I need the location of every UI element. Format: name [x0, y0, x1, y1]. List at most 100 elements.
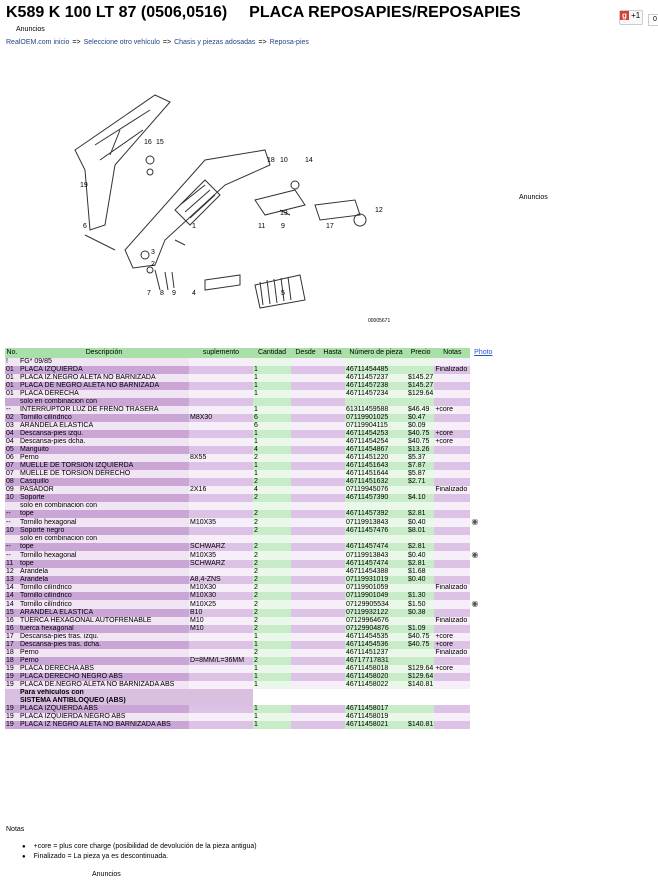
cell-to [320, 657, 345, 665]
cell-no [5, 697, 19, 705]
cell-part-number[interactable]: 46711458022 [345, 681, 407, 689]
breadcrumb-vehicle-link[interactable]: Seleccione otro vehículo [83, 39, 160, 46]
cell-quantity [253, 502, 291, 510]
callout-17: 17 [326, 223, 334, 230]
cell-photo [470, 358, 496, 366]
breadcrumb-chassis-link[interactable]: Chasis y piezas adosadas [174, 39, 256, 46]
cell-part-number[interactable]: 07119913843 [345, 518, 407, 527]
camera-icon[interactable]: ◉ [471, 518, 479, 526]
cell-part-number[interactable]: 46711457238 [345, 382, 407, 390]
callout-18: 18 [267, 157, 275, 164]
cell-part-number[interactable]: 46711457392 [345, 510, 407, 518]
cell-no: 01 [5, 382, 19, 390]
cell-photo [470, 543, 496, 551]
cell-part-number[interactable]: 07119901059 [345, 584, 407, 592]
cell-part-number[interactable]: 07119931019 [345, 576, 407, 584]
cell-part-number[interactable]: 07129904876 [345, 625, 407, 633]
cell-from [291, 518, 320, 527]
cell-part-number[interactable]: 61311459588 [345, 406, 407, 414]
cell-photo [470, 649, 496, 657]
cell-part-number[interactable]: 46711454536 [345, 641, 407, 649]
cell-part-number[interactable] [345, 535, 407, 543]
cell-no: 05 [5, 446, 19, 454]
cell-part-number[interactable]: 46711457390 [345, 494, 407, 502]
cell-part-number[interactable]: 07129964676 [345, 617, 407, 625]
cell-part-number[interactable]: 46711454485 [345, 366, 407, 374]
col-header-to: Hasta [320, 348, 345, 358]
cell-part-number[interactable]: 46711451643 [345, 462, 407, 470]
cell-to [320, 584, 345, 592]
cell-supplement: M10X35 [189, 518, 253, 527]
cell-from [291, 697, 320, 705]
cell-from [291, 625, 320, 633]
cell-part-number[interactable] [345, 689, 407, 697]
cell-part-number[interactable]: 07119901049 [345, 592, 407, 600]
cell-quantity: 1 [253, 374, 291, 382]
cell-part-number[interactable]: 46711454253 [345, 430, 407, 438]
cell-no: 12 [5, 568, 19, 576]
camera-icon[interactable]: ◉ [471, 600, 479, 608]
cell-part-number[interactable]: 46711457476 [345, 527, 407, 535]
cell-part-number[interactable]: 46711457474 [345, 543, 407, 551]
cell-quantity: 2 [253, 543, 291, 551]
cell-part-number[interactable]: 46711458021 [345, 721, 407, 729]
cell-part-number[interactable]: 07119945076 [345, 486, 407, 494]
cell-part-number[interactable]: 46711451220 [345, 454, 407, 462]
cell-supplement [189, 494, 253, 502]
cell-part-number[interactable]: 07119901025 [345, 414, 407, 422]
cell-notes [434, 689, 470, 697]
breadcrumb-home-link[interactable]: RealOEM.com inicio [6, 39, 70, 46]
cell-from [291, 657, 320, 665]
cell-quantity: 1 [253, 705, 291, 713]
cell-part-number[interactable]: 07119913843 [345, 551, 407, 560]
cell-part-number[interactable] [345, 502, 407, 510]
cell-part-number[interactable]: 46711451632 [345, 478, 407, 486]
camera-icon[interactable]: ◉ [471, 551, 479, 559]
cell-price: $5.37 [407, 454, 435, 462]
cell-part-number[interactable]: 07129905534 [345, 600, 407, 609]
cell-quantity: 2 [253, 649, 291, 657]
cell-quantity: 2 [253, 657, 291, 665]
gplus-button[interactable]: g +1 [619, 10, 643, 25]
cell-to [320, 494, 345, 502]
cell-from [291, 390, 320, 398]
cell-part-number[interactable]: 46711454254 [345, 438, 407, 446]
cell-description: PLACA DERECHO NEGRO ABS [19, 673, 189, 681]
cell-part-number[interactable]: 46711458017 [345, 705, 407, 713]
cell-part-number[interactable] [345, 358, 407, 366]
cell-photo [470, 535, 496, 543]
cell-part-number[interactable]: 46711451644 [345, 470, 407, 478]
cell-quantity: 1 [253, 406, 291, 414]
cell-part-number[interactable] [345, 697, 407, 705]
cell-to [320, 502, 345, 510]
cell-no: 04 [5, 438, 19, 446]
cell-from [291, 609, 320, 617]
cell-part-number[interactable]: 46711457474 [345, 560, 407, 568]
cell-part-number[interactable]: 46711454867 [345, 446, 407, 454]
cell-part-number[interactable]: 07119932122 [345, 609, 407, 617]
cell-part-number[interactable]: 46711457237 [345, 374, 407, 382]
cell-part-number[interactable]: 46711454388 [345, 568, 407, 576]
cell-part-number[interactable]: 46711454535 [345, 633, 407, 641]
cell-part-number[interactable]: 46711451237 [345, 649, 407, 657]
cell-part-number[interactable]: 46711458020 [345, 673, 407, 681]
cell-part-number[interactable]: 46711458018 [345, 665, 407, 673]
cell-part-number[interactable] [345, 398, 407, 406]
cell-part-number[interactable]: 07119904115 [345, 422, 407, 430]
cell-from [291, 689, 320, 697]
cell-to [320, 462, 345, 470]
cell-supplement [189, 673, 253, 681]
cell-part-number[interactable]: 46711458019 [345, 713, 407, 721]
cell-from [291, 398, 320, 406]
breadcrumb-footrest-link[interactable]: Reposa-pies [269, 39, 309, 46]
cell-part-number[interactable]: 46717717831 [345, 657, 407, 665]
cell-part-number[interactable]: 46711457234 [345, 390, 407, 398]
col-header-photo-link[interactable]: Photo [470, 348, 497, 358]
cell-description: PLACA DE.NEGRO ALETA NO BARNIZADA ABS [19, 681, 189, 689]
